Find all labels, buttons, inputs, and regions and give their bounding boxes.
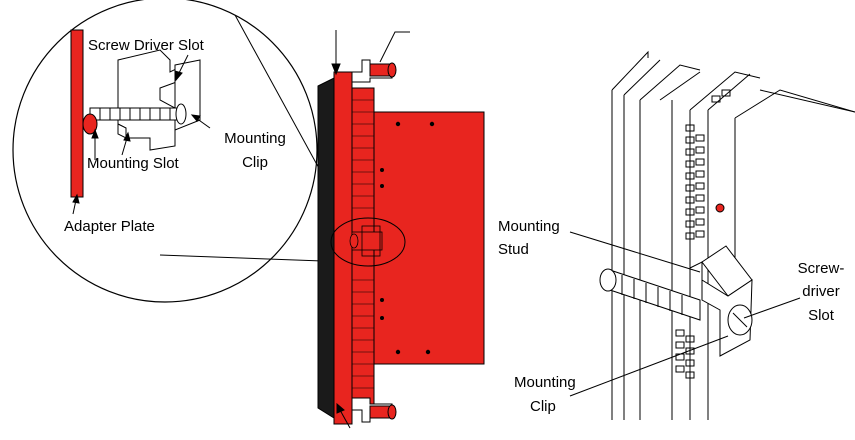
enclosure-screws — [380, 121, 435, 355]
isometric-view — [569, 50, 855, 420]
inset-arrows — [72, 54, 211, 215]
adapter-plate-bar — [70, 29, 84, 198]
enclosure-body — [373, 111, 485, 365]
label-screwdriver-slot-2: driver — [802, 283, 840, 300]
detail-ellipse — [330, 217, 406, 267]
label-mounting-clip-1: Mounting — [514, 374, 576, 391]
red-indicator — [715, 203, 725, 213]
label-mounting-stud-1: Mounting — [498, 218, 560, 235]
slot-grid — [675, 89, 731, 379]
magnified-inset — [12, 0, 351, 303]
label-mounting-clip-inset-2: Clip — [242, 154, 268, 171]
label-mounting-stud-2: Stud — [498, 241, 529, 258]
panel-edge-1 — [611, 50, 649, 91]
leader-slot — [743, 297, 801, 319]
label-adapter-plate: Adapter Plate — [64, 218, 155, 235]
iso-stud — [599, 268, 701, 321]
leader-stud — [569, 231, 701, 273]
leader-clip — [569, 335, 729, 397]
detail-clip — [349, 225, 383, 257]
label-mounting-clip-2: Clip — [530, 398, 556, 415]
label-screwdriver-slot-3: Slot — [808, 307, 834, 324]
bottom-clip — [351, 388, 397, 423]
label-mounting-clip-inset-1: Mounting — [224, 130, 286, 147]
adapter-plate-side — [333, 71, 353, 425]
label-mounting-slot: Mounting Slot — [87, 155, 179, 172]
inset-stud-head — [82, 113, 98, 135]
label-screw-driver-slot: Screw Driver Slot — [88, 37, 204, 54]
connector-ribs — [352, 99, 374, 389]
panel-side-view — [317, 30, 485, 429]
mounting-clip-shape — [117, 49, 201, 151]
label-screwdriver-slot-1: Screw- — [797, 260, 845, 277]
side-arrows — [331, 30, 410, 429]
inset-circle — [12, 0, 318, 303]
top-clip — [351, 59, 397, 83]
